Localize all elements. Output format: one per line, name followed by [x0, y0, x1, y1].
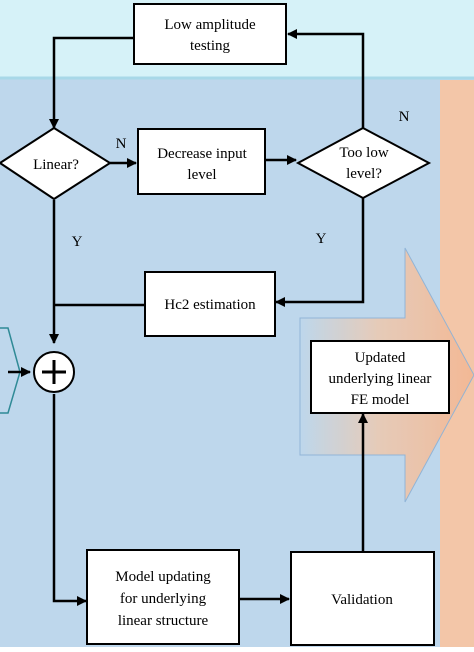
edge-toolow-to-hc2 [275, 196, 365, 307]
edge-plus-to-model-updating [52, 394, 87, 606]
low-amplitude-line-1: Low amplitude [164, 17, 256, 33]
model-updating-box [86, 549, 240, 645]
validation-label: Validation [331, 592, 393, 608]
updated-model-line-2: underlying linear [329, 371, 432, 387]
linear-no-label: N [116, 136, 127, 152]
linear-decision-label: Linear? [33, 157, 79, 173]
too-low-line-1: Too low [339, 145, 389, 161]
linear-yes-label: Y [72, 234, 83, 250]
edge-toolow-to-low [287, 29, 365, 132]
validation-box [290, 551, 435, 646]
model-updating-line-1: Model updating [115, 569, 211, 585]
updated-model-line-1: Updated [355, 350, 406, 366]
plus-sign [42, 360, 66, 384]
decrease-input-line-1: Decrease input [157, 146, 247, 162]
decrease-input-line-2: level [187, 167, 216, 183]
decrease-input-level-box [137, 128, 266, 195]
updated-fe-model-box [310, 340, 450, 414]
linear-decision-diamond [0, 126, 112, 201]
too-low-line-2: level? [346, 166, 382, 182]
model-updating-line-2: for underlying [120, 591, 207, 607]
updated-model-line-3: FE model [351, 392, 410, 408]
model-updating-line-3: linear structure [118, 613, 209, 629]
too-low-yes-label: Y [316, 231, 327, 247]
edge-low-to-linear [49, 36, 134, 129]
hc2-estimation-label: Hc2 estimation [164, 297, 256, 313]
low-amplitude-testing-box [133, 3, 287, 65]
too-low-level-decision-diamond [295, 126, 432, 200]
too-low-no-label: N [399, 109, 410, 125]
hc2-estimation-box [144, 271, 276, 337]
low-amplitude-line-2: testing [190, 38, 230, 54]
